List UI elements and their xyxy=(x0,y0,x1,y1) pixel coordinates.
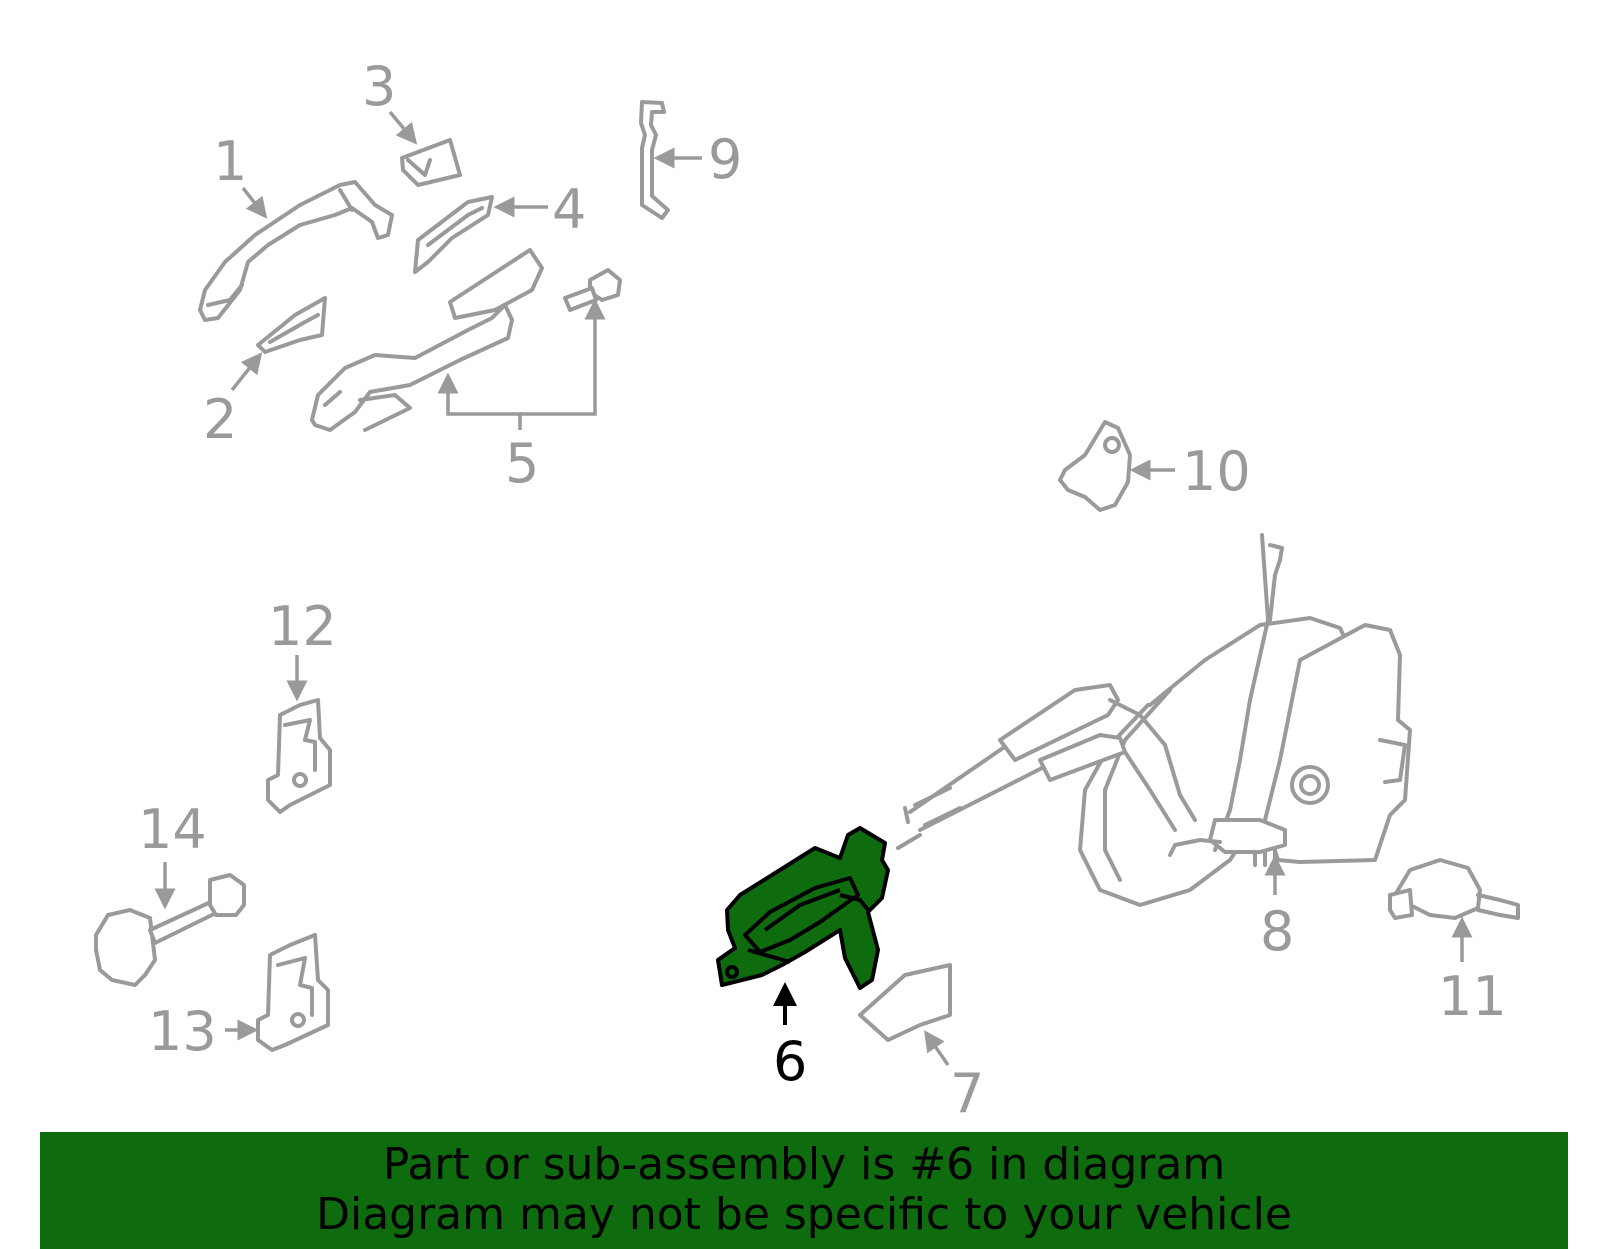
callout-9: 9 xyxy=(708,128,742,191)
leader-1 xyxy=(241,186,268,219)
part-1-outside-handle xyxy=(198,180,394,322)
leader-2 xyxy=(230,352,263,392)
leader-3 xyxy=(388,110,418,145)
callout-5: 5 xyxy=(505,432,539,495)
callout-10: 10 xyxy=(1182,440,1251,503)
callout-labels: 1 2 3 4 5 6 7 8 9 10 11 12 13 14 xyxy=(138,55,1507,1125)
banner-line-2: Diagram may not be specific to your vehi… xyxy=(316,1189,1292,1240)
part-8-lock-actuator xyxy=(1078,533,1412,907)
callout-4: 4 xyxy=(552,178,586,241)
part-3-cap xyxy=(400,138,462,187)
callout-7: 7 xyxy=(950,1062,984,1125)
part-10-bracket xyxy=(1058,420,1132,512)
leader-lines xyxy=(154,110,1473,1066)
part-4-gasket xyxy=(413,195,494,274)
leader-5b xyxy=(520,298,606,416)
banner-line-1: Part or sub-assembly is #6 in diagram xyxy=(382,1139,1226,1190)
info-banner: Part or sub-assembly is #6 in diagram Di… xyxy=(40,1132,1568,1249)
part-13-striker xyxy=(256,933,330,1052)
leader-5a xyxy=(437,372,522,430)
callout-1: 1 xyxy=(213,130,247,193)
part-5-bolt xyxy=(563,268,622,312)
part-2-gasket xyxy=(256,296,327,354)
callout-8: 8 xyxy=(1260,900,1294,963)
callout-14: 14 xyxy=(138,798,207,861)
part-5-handle-frame xyxy=(310,248,544,432)
callout-11: 11 xyxy=(1438,965,1507,1028)
part-7-cover xyxy=(858,963,952,1042)
part-14-door-check xyxy=(94,873,246,987)
part-8-cables xyxy=(896,683,1197,850)
callout-6: 6 xyxy=(773,1030,807,1093)
callout-3: 3 xyxy=(362,55,396,118)
part-11-lock-cylinder xyxy=(1388,858,1520,920)
callout-12: 12 xyxy=(268,595,337,658)
callout-13: 13 xyxy=(148,1000,217,1063)
callout-2: 2 xyxy=(203,388,237,451)
part-9-rod xyxy=(639,100,670,220)
part-6-inside-handle xyxy=(716,826,890,990)
leader-7 xyxy=(924,1030,950,1066)
part-12-striker xyxy=(266,698,332,814)
